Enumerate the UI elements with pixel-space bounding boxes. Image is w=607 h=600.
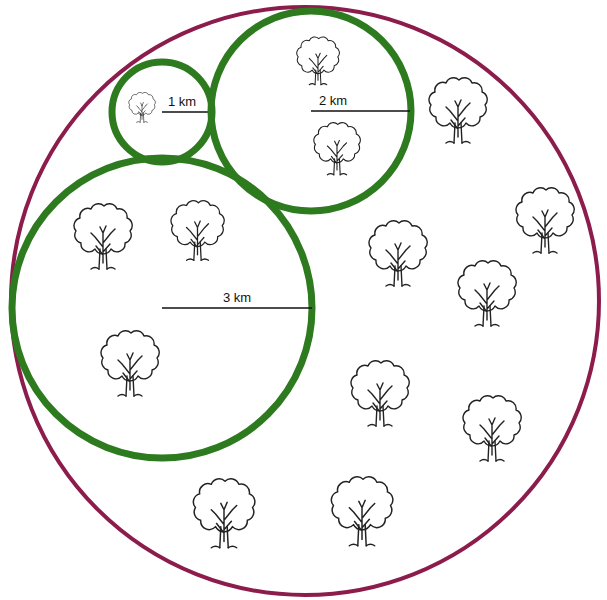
region-circle (11, 7, 599, 595)
radius-label: 2 km (319, 93, 347, 108)
radius-label: 3 km (223, 290, 251, 305)
trees (74, 37, 574, 548)
radius-line (162, 307, 312, 309)
radius-label: 1 km (168, 94, 196, 109)
circle-outline (206, 6, 416, 216)
radius-line (311, 110, 410, 112)
radius-circle: 2 km (206, 6, 416, 216)
radius-line (162, 111, 210, 113)
radius-circle: 3 km (7, 153, 317, 463)
circle-outline (107, 57, 217, 167)
radius-circle: 1 km (107, 57, 217, 167)
circle-outline (7, 153, 317, 463)
